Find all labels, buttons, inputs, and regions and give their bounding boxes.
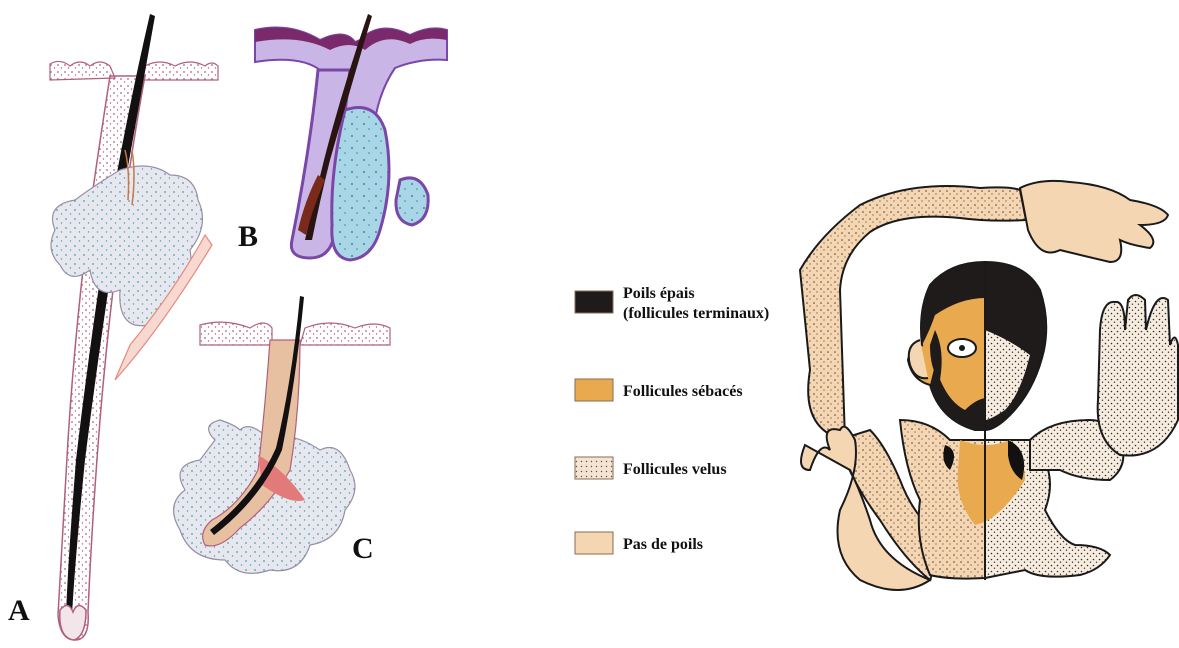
hand-right xyxy=(1098,295,1178,456)
legend-label-no-hair: Pas de poils xyxy=(623,535,703,555)
legend-label-sebaceous: Follicules sébacés xyxy=(623,382,743,402)
swatch-vellus xyxy=(575,457,613,479)
hand-raised xyxy=(1020,181,1168,262)
sebaceous-lobe-b xyxy=(396,178,428,225)
legend-label-vellus: Follicules velus xyxy=(623,460,727,480)
legend-swatches xyxy=(575,291,613,554)
swatch-sebaceous xyxy=(575,379,613,401)
swatch-terminal xyxy=(575,291,613,313)
panel-label-a: A xyxy=(8,596,30,626)
follicle-sebaceous-diagram xyxy=(255,14,447,260)
epidermis-a-right xyxy=(140,62,218,80)
epidermis-a xyxy=(50,61,115,80)
panel-label-b: B xyxy=(238,222,258,252)
epidermis-c xyxy=(200,322,272,345)
gland-cells-a xyxy=(51,166,203,326)
panel-label-c: C xyxy=(352,534,374,564)
swatch-no-hair xyxy=(575,532,613,554)
sebaceous-gland-b xyxy=(332,108,389,261)
legend-label-terminal-line2: (follicules terminaux) xyxy=(623,304,769,324)
epidermis-c-right xyxy=(300,323,390,345)
legend-label-terminal-line1: Poils épais xyxy=(623,284,695,304)
pupil xyxy=(959,345,965,351)
body-hair-distribution-map xyxy=(800,181,1178,590)
